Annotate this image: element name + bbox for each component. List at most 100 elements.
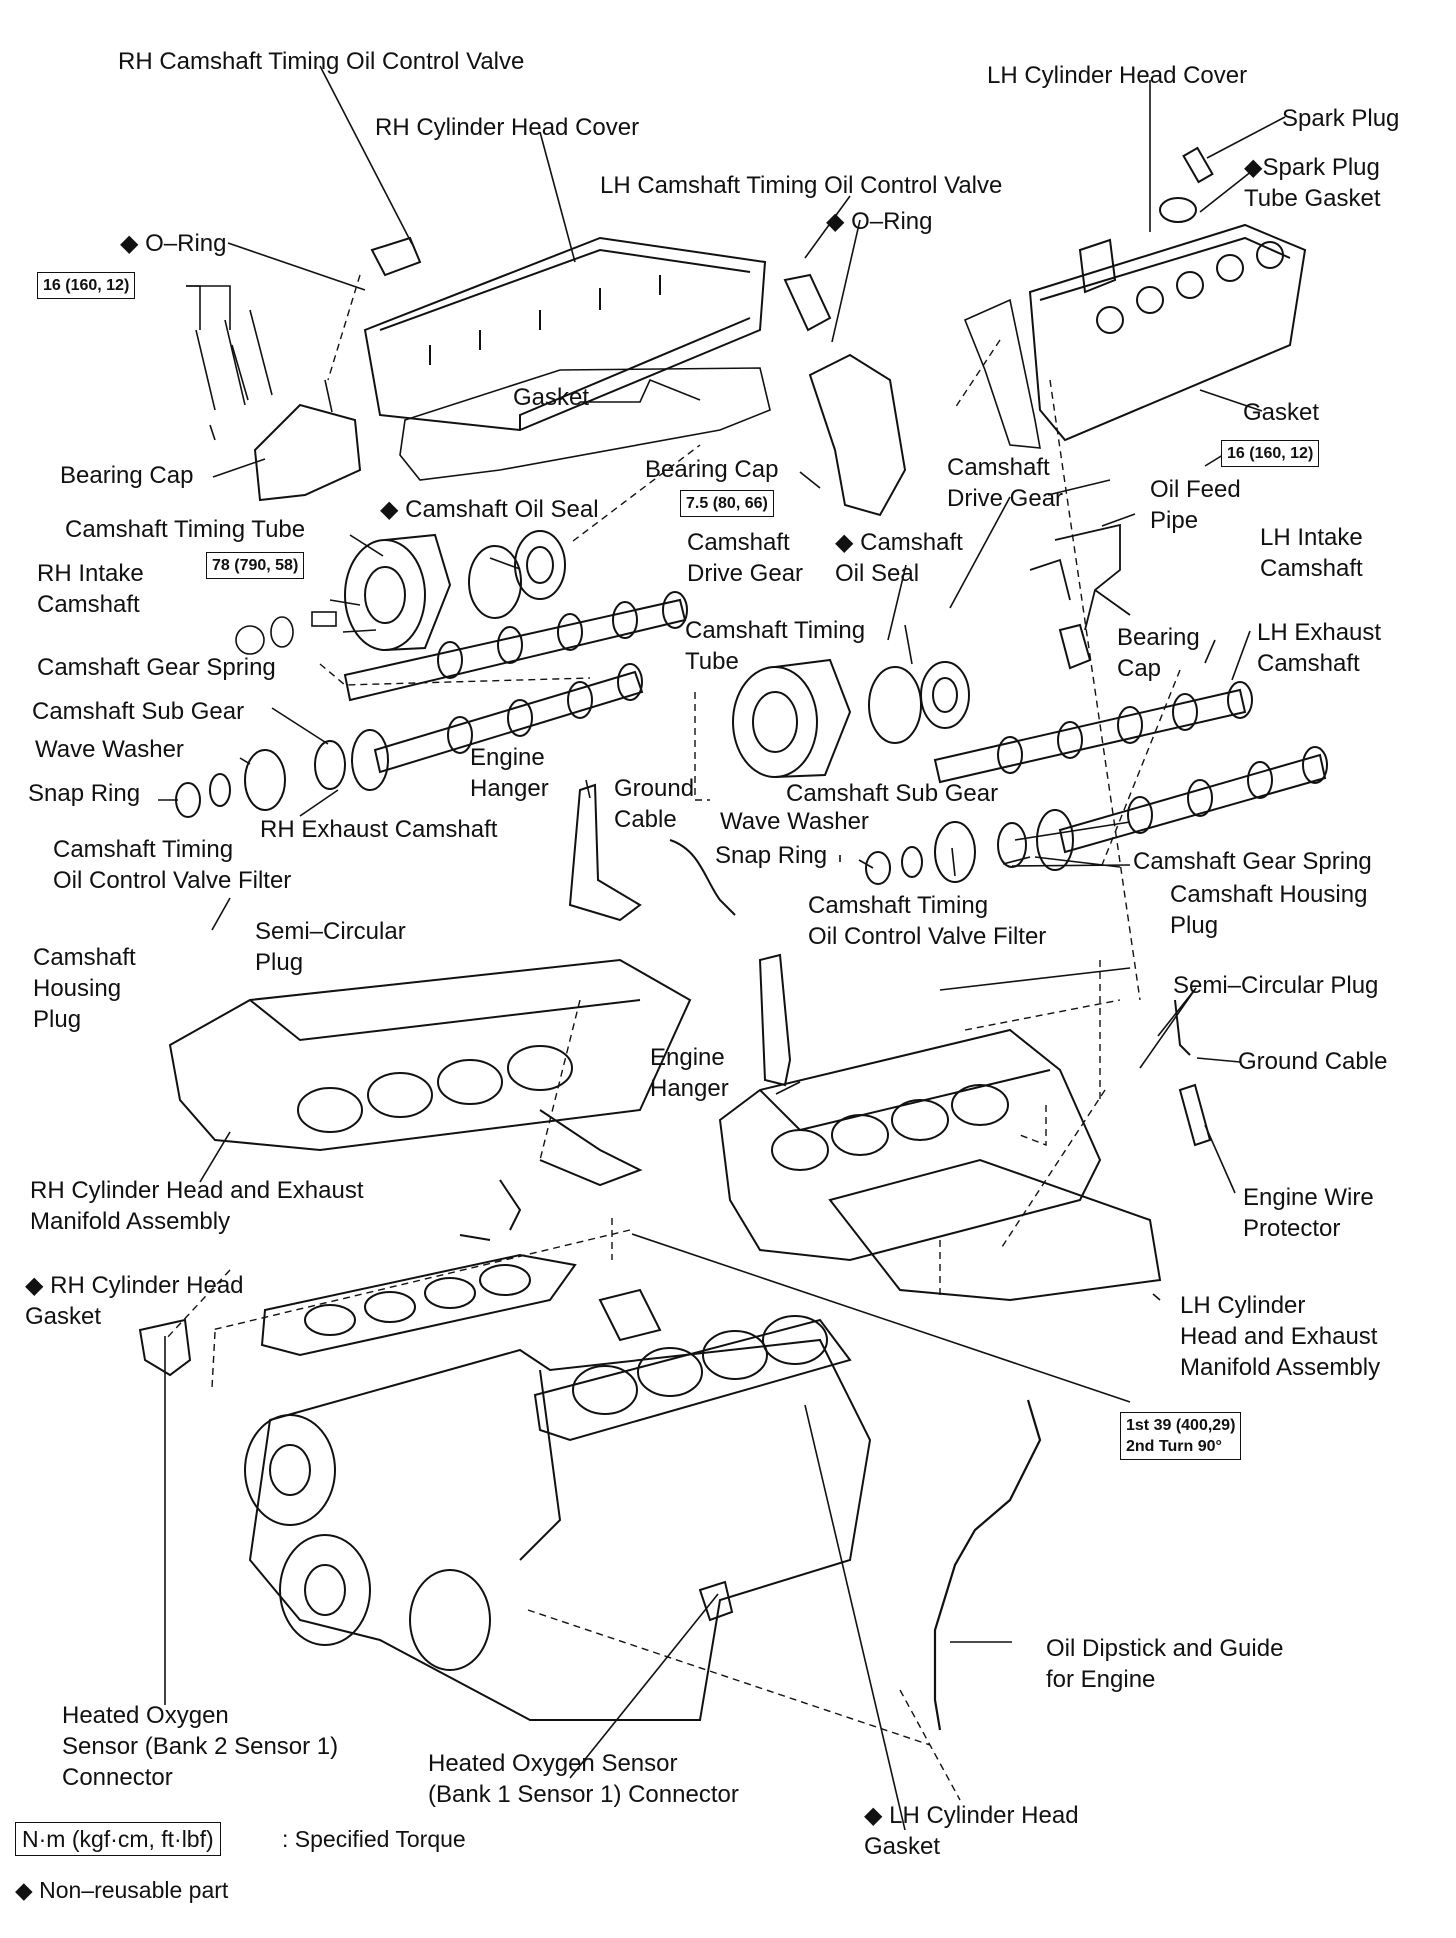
- label-ocv-filter-rh: Camshaft Timing Oil Control Valve Filter: [53, 836, 292, 894]
- engine-hanger-upper-shape: [568, 783, 642, 922]
- label-rh-intake-camshaft: RH Intake Camshaft: [37, 560, 144, 618]
- label-ocv-filter-lh: Camshaft Timing Oil Control Valve Filter: [808, 892, 1047, 950]
- camshaft-sub-gear-rh-shape: [244, 749, 286, 811]
- label-oil-feed-pipe: Oil Feed Pipe: [1150, 476, 1241, 534]
- assembly-guides: [164, 274, 1181, 1801]
- label-camshaft-timing-tube-rh: Camshaft Timing Tube: [65, 516, 306, 543]
- bearing-cap-lh-shape: [1058, 623, 1092, 670]
- label-rh-head-gasket: ◆ RH Cylinder Head Gasket: [25, 1272, 244, 1330]
- label-semi-circular-plug-lh: Semi–Circular Plug: [1173, 972, 1379, 999]
- bearing-cap-rh-shape: [253, 403, 362, 502]
- legend-torque-unit-box: N·m (kgf·cm, ft·lbf): [15, 1822, 221, 1856]
- label-rh-ocv: RH Camshaft Timing Oil Control Valve: [118, 48, 525, 75]
- camshaft-oil-seal-lh-shape: [868, 666, 922, 744]
- label-oil-dipstick: Oil Dipstick and Guide for Engine: [1046, 1635, 1284, 1693]
- wave-washer-rh-shape: [209, 773, 231, 807]
- label-gasket-lh: Gasket: [1243, 399, 1320, 426]
- label-ground-cable-center: Ground Cable: [614, 775, 695, 833]
- label-ground-cable-right: Ground Cable: [1238, 1048, 1388, 1075]
- engine-hanger-lower-shape: [758, 953, 792, 1087]
- label-o-ring-lh: ◆ O–Ring: [826, 208, 933, 235]
- label-camshaft-sub-gear-rh: Camshaft Sub Gear: [32, 698, 245, 725]
- rh-head-exhaust-assembly-shape: [168, 958, 692, 1241]
- label-snap-ring-lh: Snap Ring: [715, 842, 828, 869]
- rh-cover-bolts: [195, 309, 333, 441]
- label-rh-head-exhaust-assy: RH Cylinder Head and Exhaust Manifold As…: [30, 1177, 364, 1235]
- snap-ring-lh-shape: [865, 851, 891, 885]
- snap-ring-rh-shape: [175, 782, 201, 818]
- engine-wire-protector-shape: [1178, 1083, 1212, 1147]
- lh-ocv-shape: [783, 273, 832, 332]
- torque-lh-cover-bolts: 16 (160, 12): [1221, 440, 1320, 467]
- label-camshaft-timing-tube-lh: Camshaft Timing Tube: [685, 617, 866, 675]
- lh-gasket-shape: [963, 298, 1041, 449]
- ho2s-bank2-connector-shape: [138, 1318, 192, 1377]
- spark-plug-shape: [1159, 146, 1214, 223]
- label-lh-head-gasket: ◆ LH Cylinder Head Gasket: [864, 1802, 1079, 1860]
- legend-torque-desc: : Specified Torque: [282, 1826, 466, 1852]
- camshaft-drive-gear-lh-shape: [920, 661, 970, 729]
- legend-non-reusable: ◆ Non–reusable part: [15, 1877, 229, 1903]
- label-camshaft-oil-seal-lh: ◆ Camshaft Oil Seal: [835, 529, 963, 587]
- rh-head-cover-shape: [363, 236, 767, 432]
- camshaft-gear-spring-rh-shape: [314, 740, 346, 790]
- label-engine-hanger-lower: Engine Hanger: [650, 1044, 729, 1102]
- label-camshaft-gear-spring-rh: Camshaft Gear Spring: [37, 654, 276, 681]
- label-rh-exhaust-camshaft: RH Exhaust Camshaft: [260, 816, 498, 843]
- label-camshaft-housing-plug-rh: Camshaft Housing Plug: [33, 944, 136, 1033]
- label-bearing-cap-rh: Bearing Cap: [60, 462, 194, 489]
- torque-rh-cover-bolts: 16 (160, 12): [37, 272, 136, 299]
- label-camshaft-oil-seal-rh: ◆ Camshaft Oil Seal: [380, 496, 599, 523]
- camshaft-oil-seal-rh-shape: [468, 545, 522, 619]
- lh-head-gasket-shape: [533, 1315, 852, 1442]
- label-camshaft-drive-gear-rh: Camshaft Drive Gear: [687, 529, 804, 587]
- wave-washer-lh-shape: [901, 846, 923, 878]
- oil-feed-pipe-shape: [1029, 523, 1131, 631]
- torque-drive-gear-bolts: 7.5 (80, 66): [680, 490, 774, 517]
- label-camshaft-housing-plug-lh: Camshaft Housing Plug: [1170, 881, 1368, 939]
- label-camshaft-sub-gear-lh: Camshaft Sub Gear: [786, 780, 999, 807]
- rh-exhaust-camshaft-shape: [351, 663, 644, 791]
- bearing-cap-center-shape: [808, 353, 907, 517]
- label-lh-intake-camshaft: LH Intake Camshaft: [1260, 524, 1363, 582]
- ground-cable-right-shape: [1174, 999, 1191, 1056]
- label-bearing-cap-lh: Bearing Cap: [1117, 624, 1200, 682]
- camshaft-timing-tube-lh-shape: [732, 658, 852, 778]
- label-gasket-rh: Gasket: [513, 384, 590, 411]
- label-wave-washer-lh: Wave Washer: [720, 808, 869, 835]
- torque-timing-tube-bolt: 78 (790, 58): [206, 552, 305, 579]
- label-engine-hanger-upper: Engine Hanger: [470, 744, 549, 802]
- oil-dipstick-shape: [933, 1399, 1042, 1731]
- lh-intake-camshaft-shape: [933, 681, 1253, 784]
- lh-head-exhaust-assembly-shape: [718, 1028, 1162, 1302]
- label-rh-head-cover: RH Cylinder Head Cover: [375, 114, 640, 141]
- label-bearing-cap-center: Bearing Cap: [645, 456, 779, 483]
- rh-intake-camshaft-shape: [343, 591, 688, 702]
- ground-cable-center-shape: [669, 839, 736, 916]
- label-lh-ocv: LH Camshaft Timing Oil Control Valve: [600, 172, 1003, 199]
- rh-gasket-shape: [399, 367, 771, 481]
- timing-tube-bolt-rh: [235, 611, 337, 655]
- label-wave-washer-rh: Wave Washer: [35, 736, 184, 763]
- label-camshaft-gear-spring-lh: Camshaft Gear Spring: [1133, 848, 1372, 875]
- label-camshaft-drive-gear-lh: Camshaft Drive Gear: [947, 454, 1064, 512]
- label-spark-plug: Spark Plug: [1282, 105, 1400, 132]
- label-lh-head-cover: LH Cylinder Head Cover: [987, 62, 1248, 89]
- label-ho2s-bank2: Heated Oxygen Sensor (Bank 2 Sensor 1) C…: [62, 1702, 339, 1791]
- camshaft-gear-spring-lh-shape: [997, 822, 1027, 868]
- label-ho2s-bank1: Heated Oxygen Sensor (Bank 1 Sensor 1) C…: [428, 1750, 739, 1808]
- rh-head-gasket-shape: [260, 1253, 577, 1357]
- label-semi-circular-plug-rh: Semi–Circular Plug: [255, 918, 406, 976]
- label-snap-ring-rh: Snap Ring: [28, 780, 141, 807]
- label-engine-wire-protector: Engine Wire Protector: [1243, 1184, 1374, 1242]
- label-lh-head-exhaust-assy: LH Cylinder Head and Exhaust Manifold As…: [1180, 1292, 1381, 1381]
- ho2s-bank1-connector-shape: [698, 1580, 734, 1622]
- camshaft-sub-gear-lh-shape: [934, 821, 976, 883]
- torque-head-bolts: 1st 39 (400,29) 2nd Turn 90°: [1120, 1412, 1242, 1460]
- label-spark-plug-tube-gasket: ◆Spark Plug Tube Gasket: [1244, 154, 1381, 212]
- lh-head-cover-shape: [1028, 223, 1307, 442]
- camshaft-drive-gear-rh-shape: [514, 530, 566, 600]
- lh-exhaust-camshaft-shape: [1036, 746, 1328, 871]
